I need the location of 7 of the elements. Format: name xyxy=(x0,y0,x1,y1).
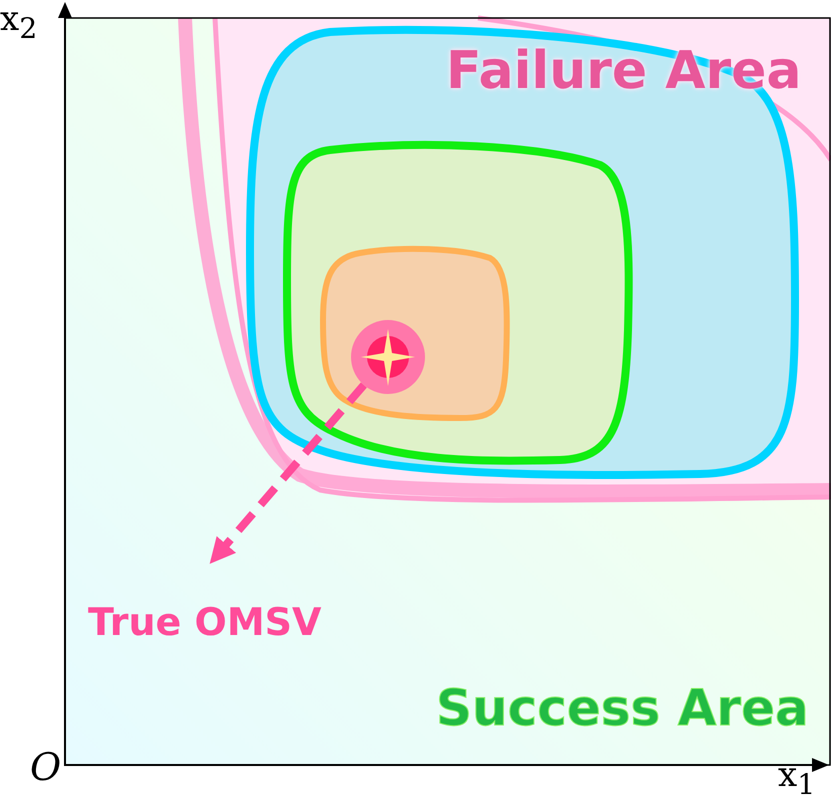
axis-label: x$_{1}$ xyxy=(778,758,816,800)
origin-label: O xyxy=(30,748,62,788)
axis-label: x$_{2}$ xyxy=(0,2,38,44)
region-label: Success Area xyxy=(436,682,809,734)
point-marker-icon xyxy=(351,320,425,394)
dashed-arrow xyxy=(210,382,367,564)
callout-label: True OMSV xyxy=(88,600,322,644)
